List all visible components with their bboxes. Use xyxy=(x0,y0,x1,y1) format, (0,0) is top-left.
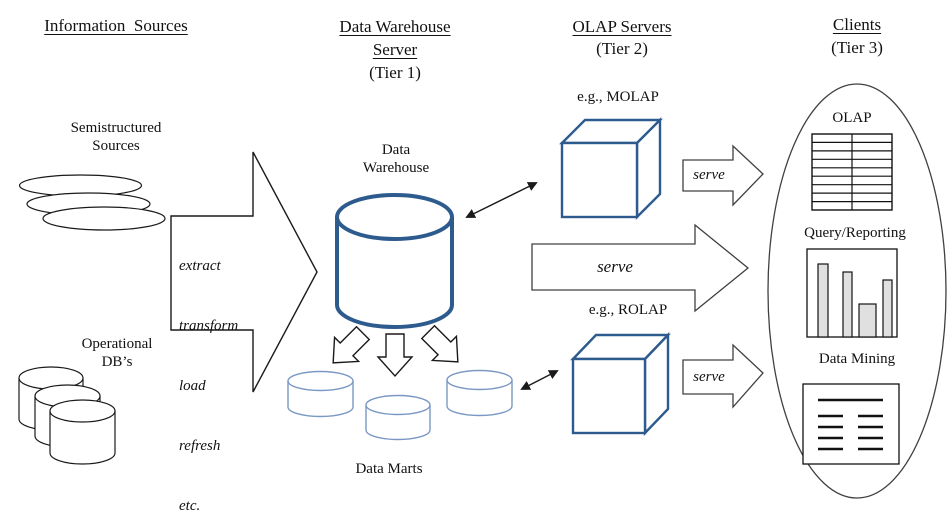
serve-arrow-bottom xyxy=(682,343,764,409)
client-query-label: Query/Reporting xyxy=(804,225,906,241)
header-clients-tier: (Tier 3) xyxy=(831,38,883,57)
client-mining-label: Data Mining xyxy=(818,351,896,367)
etl-text: extract transform load refresh etc. xyxy=(179,216,238,517)
operational-db-icon xyxy=(18,366,116,465)
serve-label-bottom: serve xyxy=(693,369,725,385)
etl-line: load xyxy=(179,378,206,394)
semistructured-label-line2: Sources xyxy=(92,138,140,154)
document-text-lines xyxy=(818,398,883,451)
cube-front-face xyxy=(571,357,647,435)
warehouse-to-marts-arrows xyxy=(332,324,459,378)
operational-label-line2: DB’s xyxy=(101,354,133,370)
mining-document-icon xyxy=(802,383,900,465)
olap-table-icon xyxy=(811,133,893,211)
db-cylinder-body xyxy=(49,411,116,465)
molap-label: e.g., MOLAP xyxy=(577,89,659,105)
etl-line: refresh xyxy=(179,438,221,454)
query-barchart-icon xyxy=(806,248,898,338)
mart-cylinder-top xyxy=(446,369,513,391)
rolap-cube-icon xyxy=(570,332,671,436)
warehouse-label-line1: Data xyxy=(381,142,411,158)
rolap-label: e.g., ROLAP xyxy=(588,302,668,318)
header-olap-tier: (Tier 2) xyxy=(596,39,648,58)
etl-line: transform xyxy=(179,318,239,334)
semistructured-label-line1: Semistructured xyxy=(70,120,162,136)
semistructured-sources-icon xyxy=(18,174,166,231)
client-olap-label: OLAP xyxy=(832,110,872,126)
serve-label-top: serve xyxy=(693,167,725,183)
bar xyxy=(842,271,853,338)
etl-line: extract xyxy=(179,258,221,274)
mart-cylinder-top xyxy=(287,370,354,392)
data-marts-label: Data Marts xyxy=(355,461,423,477)
serve-label-middle: serve xyxy=(597,257,633,276)
header-dw-server-tier: (Tier 1) xyxy=(369,63,421,82)
warehouse-molap-arrow xyxy=(465,182,538,218)
header-dw-server-line2: Server xyxy=(372,40,418,59)
header-olap-servers: OLAP Servers xyxy=(572,17,672,36)
dark-blue-shapes xyxy=(335,117,671,436)
operational-label-line1: Operational xyxy=(81,336,153,352)
etl-line: etc. xyxy=(179,498,201,514)
cube-front-face xyxy=(560,141,639,219)
db-cylinder-top xyxy=(49,399,116,423)
serve-arrow-middle xyxy=(531,223,750,313)
header-clients: Clients xyxy=(832,15,882,34)
mart-cylinder-top xyxy=(365,394,431,416)
data-marts-group xyxy=(287,369,513,441)
down-left-block-arrow xyxy=(332,325,371,364)
header-information-sources: Information Sources xyxy=(44,16,188,35)
table-lines xyxy=(812,134,892,210)
warehouse-cylinder-body xyxy=(335,217,454,329)
chart-bars xyxy=(817,263,893,338)
document-border xyxy=(802,383,900,465)
down-block-arrow xyxy=(376,333,414,378)
serve-arrow-top xyxy=(682,144,764,207)
bar xyxy=(817,263,829,338)
down-right-block-arrow xyxy=(420,324,459,363)
mart-rolap-arrow xyxy=(520,370,559,390)
bar xyxy=(882,279,893,338)
warehouse-label-line2: Warehouse xyxy=(362,160,430,176)
header-dw-server-line1: Data Warehouse xyxy=(339,17,451,36)
clients-ellipse xyxy=(767,83,947,499)
warehouse-cylinder-top xyxy=(335,193,454,241)
serve-arrows xyxy=(531,144,764,409)
semistructured-ellipse xyxy=(42,206,166,231)
bar xyxy=(858,303,877,338)
etl-arrow xyxy=(170,151,318,393)
molap-cube-icon xyxy=(559,117,663,220)
